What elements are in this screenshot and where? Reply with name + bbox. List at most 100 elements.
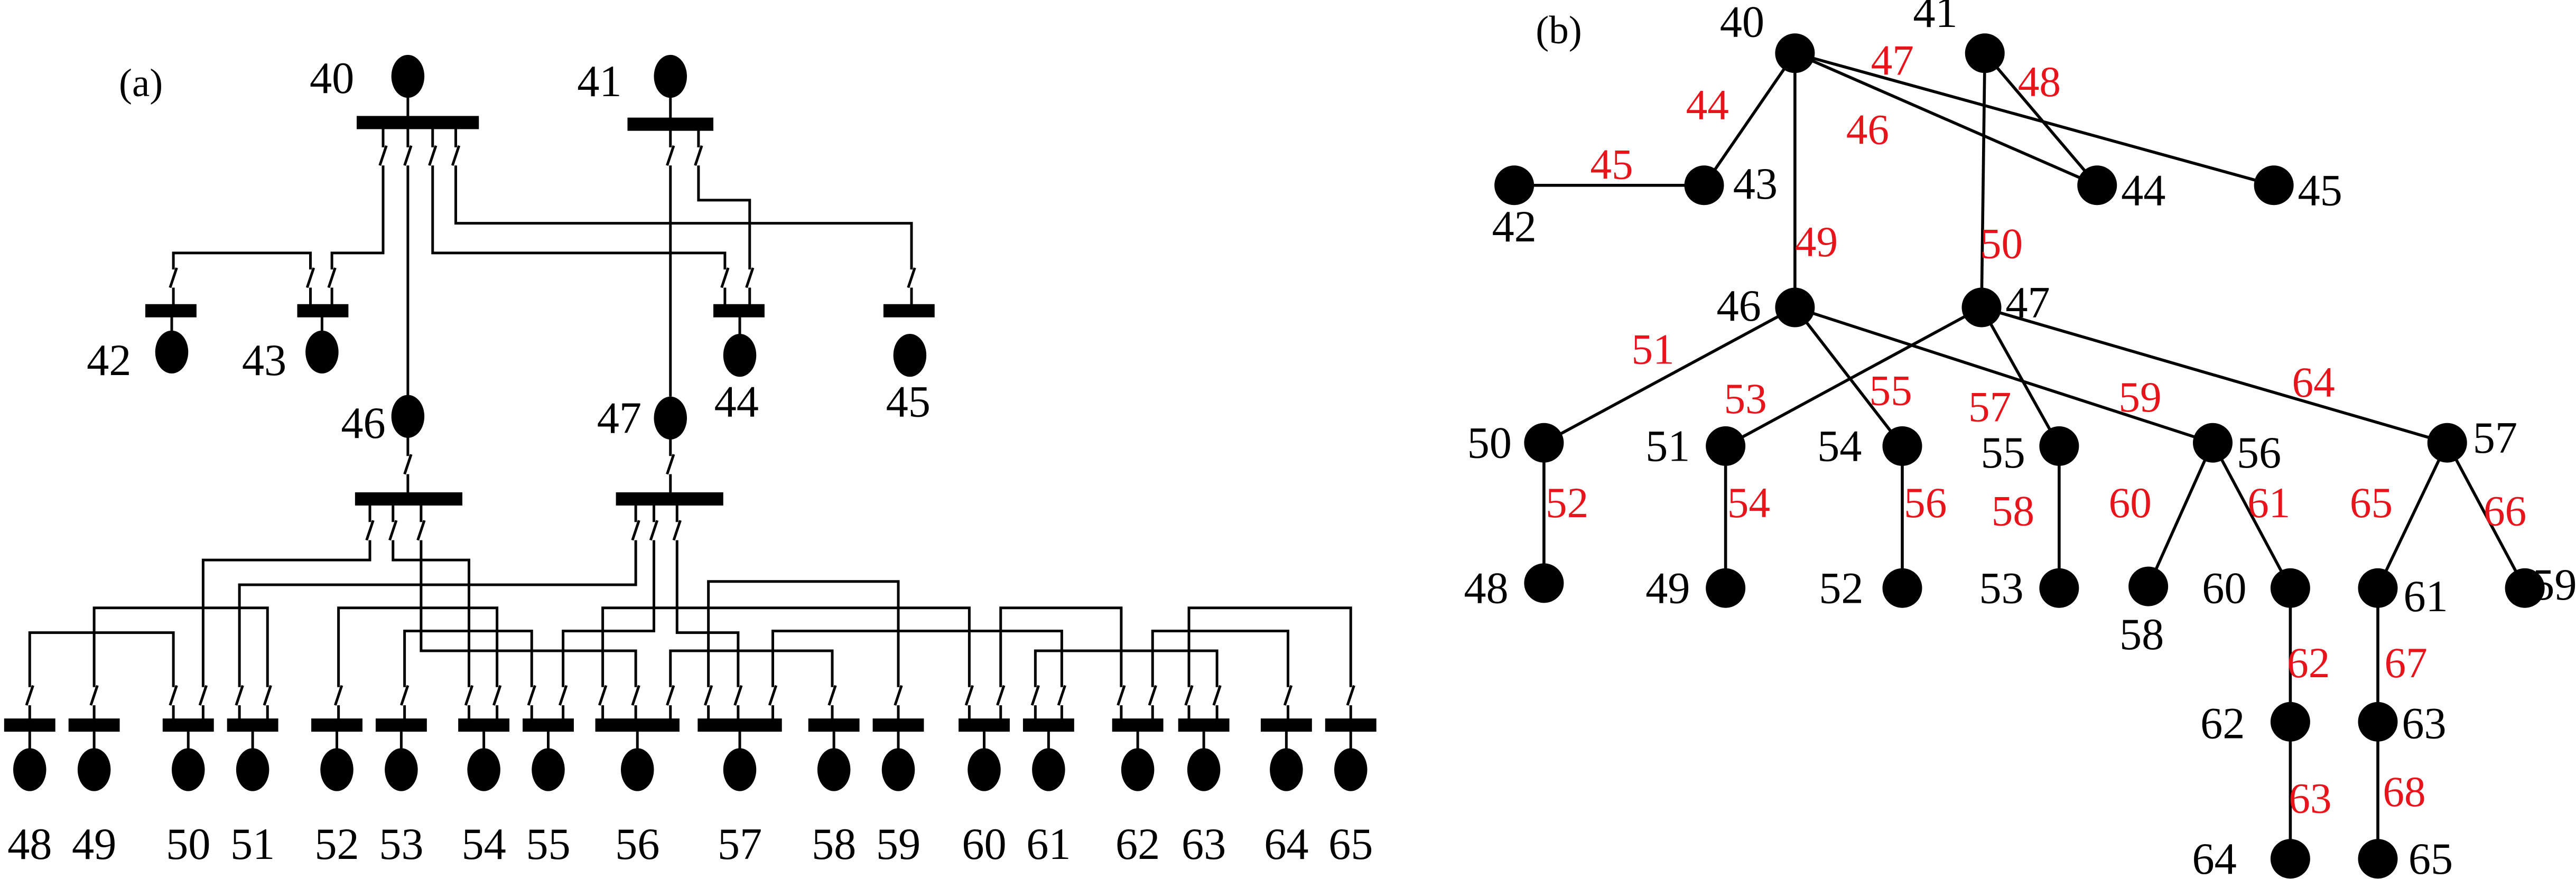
load-node-icon (968, 748, 1001, 791)
graph-node-icon (2358, 568, 2398, 608)
load-node-icon (1187, 748, 1221, 791)
feeder-line (999, 606, 1123, 725)
graph-node-label-53: 53 (1979, 564, 2023, 613)
bus-bar (355, 492, 462, 506)
feeder-line (403, 630, 533, 725)
switch-icon (907, 267, 916, 288)
edge-41-44 (1984, 52, 2098, 186)
bus-bar (68, 718, 120, 732)
feeder-line (431, 123, 727, 311)
switch-icon (1346, 685, 1355, 706)
graph-node-label-51: 51 (1645, 422, 1690, 471)
graph-node-icon (2128, 566, 2169, 606)
load-node-icon (621, 748, 654, 791)
switch-icon (1283, 685, 1293, 706)
switch-icon (464, 685, 474, 706)
node-label-58: 58 (812, 820, 856, 869)
panel-b-label: (b) (1536, 8, 1582, 52)
load-node-icon (1270, 748, 1303, 791)
graph-node-icon (2193, 423, 2233, 463)
switch-icon (1148, 685, 1157, 706)
node-label-41: 41 (577, 57, 621, 106)
graph-node-icon (2505, 568, 2545, 608)
switch-icon (649, 520, 659, 541)
switch-icon (263, 685, 272, 706)
edge-46-54 (1793, 306, 1904, 447)
node-label-50: 50 (166, 820, 210, 869)
switch-icon (89, 685, 99, 706)
switch-icon (704, 685, 713, 706)
load-node-icon (881, 748, 915, 791)
graph-node-label-58: 58 (2119, 610, 2164, 659)
load-node-icon (320, 748, 354, 791)
edge-label-57: 57 (1968, 384, 2011, 431)
node-label-47: 47 (597, 394, 641, 443)
graph-node-icon (2039, 568, 2079, 608)
switch-icon (964, 685, 974, 706)
load-node-icon (385, 748, 418, 791)
bus-bar (1112, 718, 1164, 732)
switch-icon (334, 685, 343, 706)
graph-node-label-45: 45 (2298, 166, 2342, 215)
switch-icon (169, 685, 178, 706)
edge-label-60: 60 (2109, 479, 2152, 527)
switch-icon (745, 267, 755, 288)
edge-56-58 (2147, 442, 2215, 587)
graph-node-label-41: 41 (1913, 0, 1957, 37)
switch-icon (894, 685, 903, 706)
edge-label-51: 51 (1632, 325, 1675, 373)
switch-icon (694, 145, 703, 166)
graph-node-label-59: 59 (2532, 560, 2576, 610)
node-label-54: 54 (461, 820, 506, 869)
load-node-icon (1032, 748, 1065, 791)
node-label-53: 53 (379, 820, 423, 869)
load-node-icon (305, 330, 339, 373)
bus-bar (523, 718, 574, 732)
edge-label-63: 63 (2289, 774, 2331, 822)
load-node-icon (155, 330, 189, 373)
edge-label-62: 62 (2287, 639, 2330, 687)
load-node-icon (1121, 748, 1155, 791)
edge-label-46: 46 (1846, 106, 1889, 154)
edge-label-59: 59 (2118, 373, 2161, 421)
edge-label-56: 56 (1904, 479, 1947, 527)
load-node-icon (654, 396, 687, 440)
switch-icon (527, 685, 536, 706)
switch-icon (1212, 685, 1222, 706)
load-node-icon (723, 334, 757, 377)
node-label-42: 42 (87, 336, 131, 385)
load-node-icon (893, 334, 927, 377)
feeder-line (28, 631, 175, 725)
switch-icon (416, 520, 426, 541)
switch-icon (327, 267, 337, 288)
switch-icon (198, 685, 208, 706)
node-label-48: 48 (7, 820, 52, 869)
graph-node-icon (1706, 568, 1746, 608)
load-node-icon (654, 54, 687, 98)
switch-icon (1057, 685, 1066, 706)
graph-node-icon (2358, 702, 2398, 742)
graph-node-label-40: 40 (1720, 0, 1764, 47)
feeder-line (454, 123, 913, 311)
edge-label-52: 52 (1546, 479, 1588, 527)
feeder-line (92, 606, 269, 725)
load-node-icon (532, 748, 565, 791)
bus-bar (872, 718, 924, 732)
graph-node-label-55: 55 (1980, 428, 2025, 478)
graph-node-label-62: 62 (2200, 699, 2245, 749)
bus-bar (1260, 718, 1312, 732)
panel-a-label: (a) (119, 61, 163, 105)
bus-bar (4, 718, 55, 732)
switch-icon (428, 145, 438, 166)
edge-label-48: 48 (2018, 58, 2061, 106)
switch-icon (1030, 685, 1040, 706)
feeder-line (771, 630, 1063, 725)
node-label-51: 51 (230, 820, 275, 869)
feeder-line (201, 499, 371, 725)
graph-node-label-43: 43 (1733, 160, 1778, 209)
graph-node-icon (2077, 165, 2117, 205)
edge-40-44 (1794, 52, 2098, 187)
edge-label-66: 66 (2484, 488, 2526, 535)
